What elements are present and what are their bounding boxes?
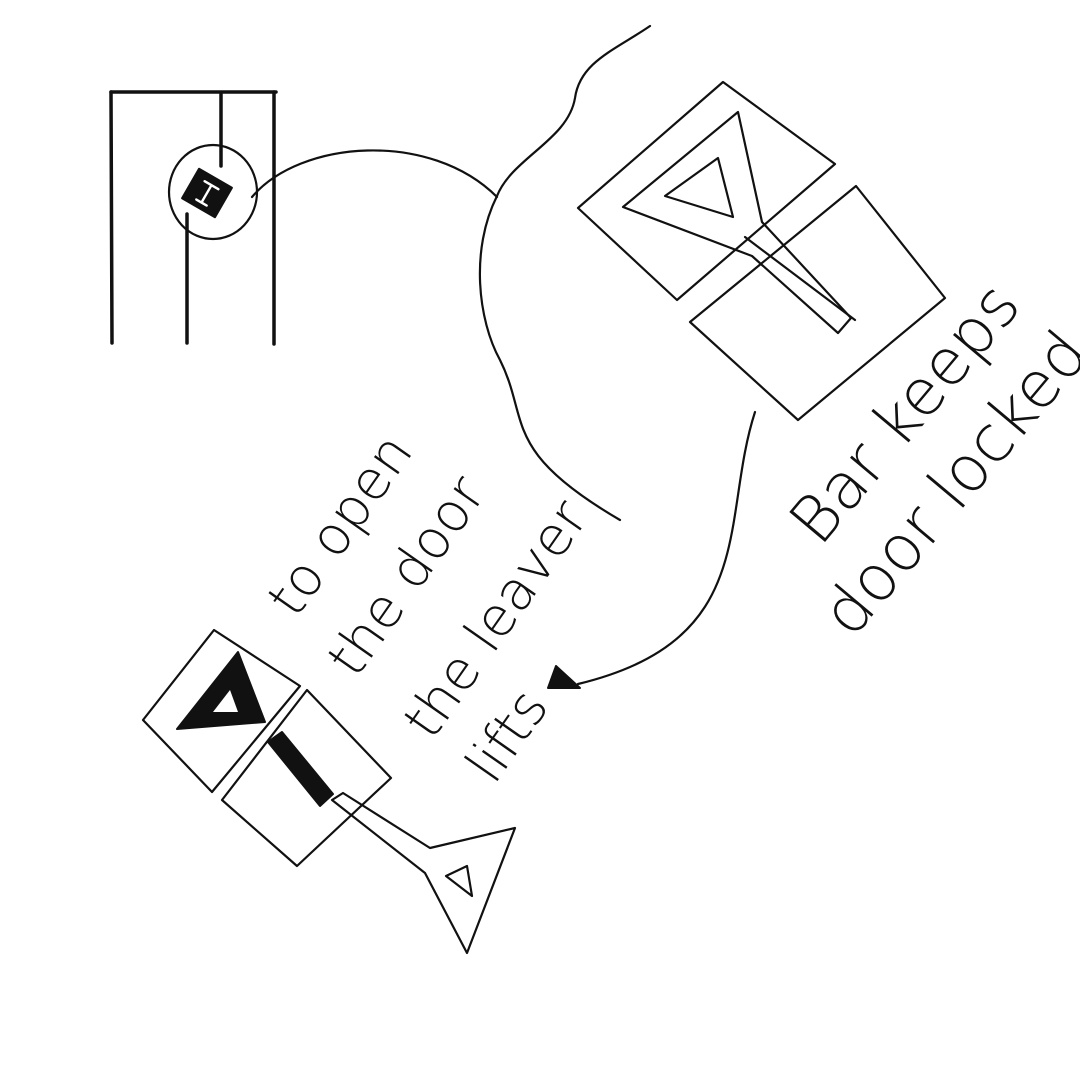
open-bar-solid <box>268 732 333 806</box>
open-lever-solid-triangle <box>177 652 265 729</box>
open-label: to open the door the leaver lifts <box>255 422 601 793</box>
open-lever-inner-triangle <box>446 866 472 896</box>
arrow-head <box>548 666 580 688</box>
door-frame-overview <box>111 92 497 344</box>
arrow-shaft <box>578 412 755 684</box>
closed-bar-through-keeper <box>745 237 855 320</box>
latch-icon-small <box>182 169 232 217</box>
closed-label: Bar keeps door locked <box>776 269 1080 650</box>
frame-left-post <box>111 92 112 343</box>
closed-lever-inner-triangle <box>665 158 733 217</box>
closed-lever-outline <box>623 112 851 333</box>
closed-latch-plate <box>578 82 835 300</box>
open-lever-handle <box>332 793 515 953</box>
leader-line-to-closed-view <box>252 150 497 197</box>
latch-closed-view <box>578 82 945 420</box>
zoom-boundary-curve <box>480 26 650 520</box>
